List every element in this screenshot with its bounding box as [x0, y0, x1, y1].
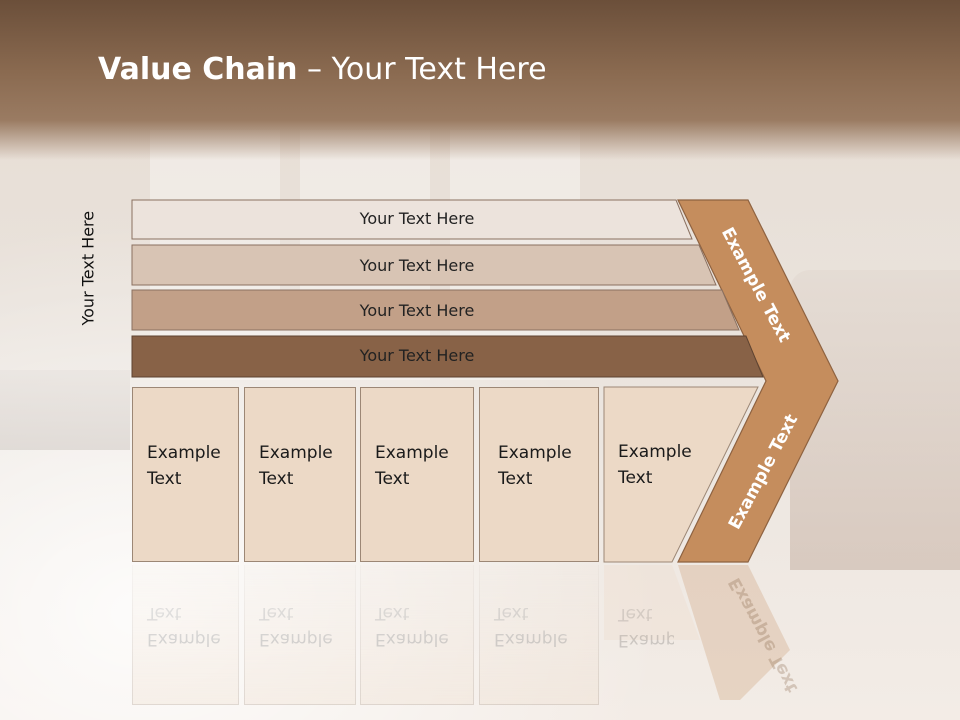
header-band — [0, 0, 960, 160]
slide-title: Value Chain – Your Text Here — [98, 52, 547, 87]
activity-box-5 — [603, 386, 759, 563]
support-bar-4 — [131, 335, 764, 378]
support-bar-label-1: Your Text Here — [359, 209, 475, 228]
support-bar-label-4: Your Text Here — [359, 346, 475, 365]
margin-chevron — [677, 199, 839, 563]
support-bar-1 — [131, 199, 693, 240]
support-bar-label-2: Your Text Here — [359, 256, 475, 275]
support-bar-label-3: Your Text Here — [359, 301, 475, 320]
support-bar-3 — [131, 289, 740, 331]
support-bar-2 — [131, 244, 717, 286]
title-rest: – Your Text Here — [297, 52, 547, 87]
activity-box-5-reflection — [604, 565, 700, 640]
title-bold: Value Chain — [98, 52, 298, 87]
margin-chevron-reflection — [678, 565, 790, 700]
